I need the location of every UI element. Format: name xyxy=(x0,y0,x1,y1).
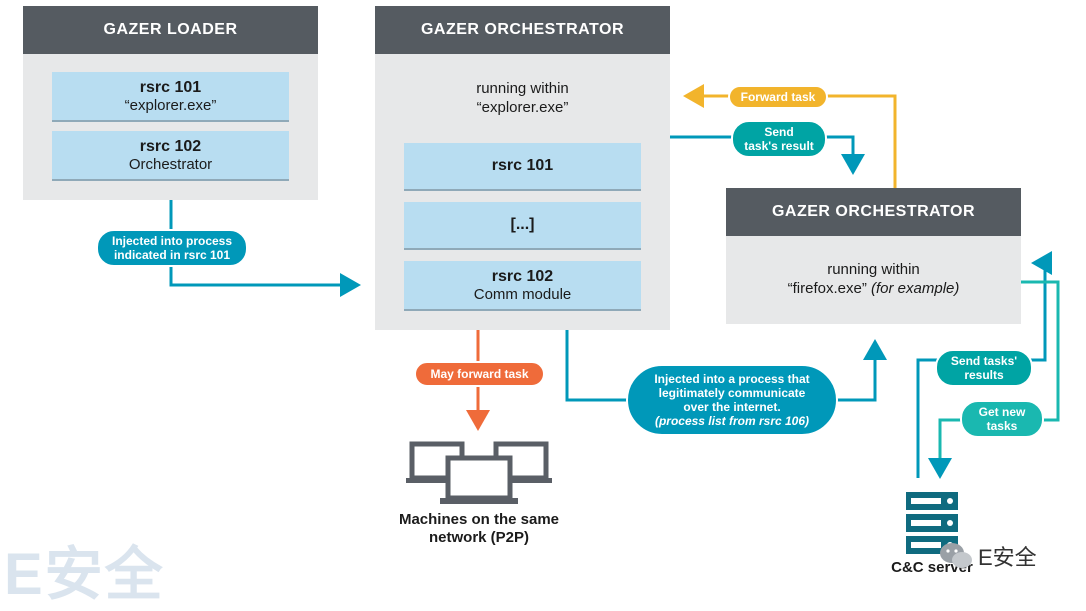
wechat-icon xyxy=(940,543,972,568)
orchestrator-explorer-title: GAZER ORCHESTRATOR xyxy=(375,6,670,54)
pill-get-new-tasks: Get new tasks xyxy=(960,400,1044,438)
orch-rsrc-ellipsis-text: [...] xyxy=(510,216,535,233)
machines-line2: network (P2P) xyxy=(428,529,530,546)
pill-inject2-line4: (process list from rsrc 106) xyxy=(654,414,810,428)
pill-may-forward-task: May forward task xyxy=(414,361,545,387)
orchestrator-firefox-running-line1: running within xyxy=(827,261,920,278)
pill-send-tasks-line1: Send tasks' xyxy=(950,354,1018,368)
orchestrator-firefox-running: running within “firefox.exe” (for exampl… xyxy=(726,260,1021,298)
cc-server-label: C&C server xyxy=(891,559,973,576)
pill-injected-legit-process: Injected into a process that legitimatel… xyxy=(626,364,838,436)
loader-rsrc-102-desc: Orchestrator xyxy=(128,155,213,173)
pill-inject2-line3: over the internet. xyxy=(683,400,781,414)
loader-rsrc-101-desc: “explorer.exe” xyxy=(124,96,217,114)
pill-inject2-line1: Injected into a process that xyxy=(654,372,810,386)
line-send-tasks-results xyxy=(916,251,1052,478)
orch-rsrc-102: rsrc 102 Comm module xyxy=(404,261,641,311)
loader-rsrc-102: rsrc 102 Orchestrator xyxy=(52,131,289,181)
line-loader-to-orch xyxy=(169,200,361,297)
loader-rsrc-101: rsrc 101 “explorer.exe” xyxy=(52,72,289,122)
orch-rsrc-102-name: rsrc 102 xyxy=(491,267,554,285)
loader-rsrc-101-name: rsrc 101 xyxy=(139,78,202,96)
pill-forward-task-text: Forward task xyxy=(740,90,816,104)
loader-rsrc-102-name: rsrc 102 xyxy=(139,137,202,155)
line-get-new-tasks xyxy=(928,280,1060,479)
machines-line1: Machines on the same xyxy=(398,511,560,528)
pill-send-result-line1: Send xyxy=(764,125,794,139)
orch-rsrc-101-name: rsrc 101 xyxy=(491,157,554,174)
pill-injected-line1: Injected into process xyxy=(111,234,233,248)
laptops-icon xyxy=(406,441,552,504)
orchestrator-firefox-title: GAZER ORCHESTRATOR xyxy=(726,188,1021,236)
gazer-loader-box: GAZER LOADER rsrc 101 “explorer.exe” rsr… xyxy=(23,6,318,200)
pill-get-new-line2: tasks xyxy=(986,419,1018,433)
pill-send-task-result: Send task's result xyxy=(731,120,827,158)
pill-send-tasks-line2: results xyxy=(964,368,1004,382)
pill-send-result-line2: task's result xyxy=(744,139,814,153)
orchestrator-firefox-running-line2-wrap: “firefox.exe” (for example) xyxy=(726,279,1021,298)
watermark-right: E安全 xyxy=(938,540,1037,572)
watermark-left-text: E安全 xyxy=(4,542,165,607)
orch-rsrc-102-desc: Comm module xyxy=(473,285,572,303)
pill-get-new-line1: Get new xyxy=(978,405,1026,419)
watermark-right-text: E安全 xyxy=(978,545,1037,570)
orchestrator-explorer-running-line2: “explorer.exe” xyxy=(476,99,569,116)
watermark-left: E安全 xyxy=(4,527,165,611)
pill-injected-into-process: Injected into process indicated in rsrc … xyxy=(96,229,248,267)
machines-label: Machines on the same network (P2P) xyxy=(370,511,588,547)
pill-injected-line2: indicated in rsrc 101 xyxy=(113,248,231,262)
orchestrator-firefox-running-line2: “firefox.exe” xyxy=(787,280,867,297)
gazer-loader-title: GAZER LOADER xyxy=(23,6,318,54)
pill-forward-task: Forward task xyxy=(728,85,828,109)
gazer-orchestrator-firefox-box: GAZER ORCHESTRATOR running within “firef… xyxy=(726,188,1021,324)
orchestrator-explorer-running: running within “explorer.exe” xyxy=(375,79,670,117)
orch-rsrc-101: rsrc 101 xyxy=(404,143,641,191)
pill-send-tasks-results: Send tasks' results xyxy=(935,349,1033,387)
orchestrator-explorer-running-line1: running within xyxy=(476,80,569,97)
pill-inject2-line2: legitimately communicate xyxy=(658,386,806,400)
gazer-orchestrator-explorer-box: GAZER ORCHESTRATOR running within “explo… xyxy=(375,6,670,330)
orchestrator-firefox-running-note: (for example) xyxy=(871,280,960,297)
orch-rsrc-ellipsis: [...] xyxy=(404,202,641,250)
pill-may-forward-text: May forward task xyxy=(430,367,529,381)
